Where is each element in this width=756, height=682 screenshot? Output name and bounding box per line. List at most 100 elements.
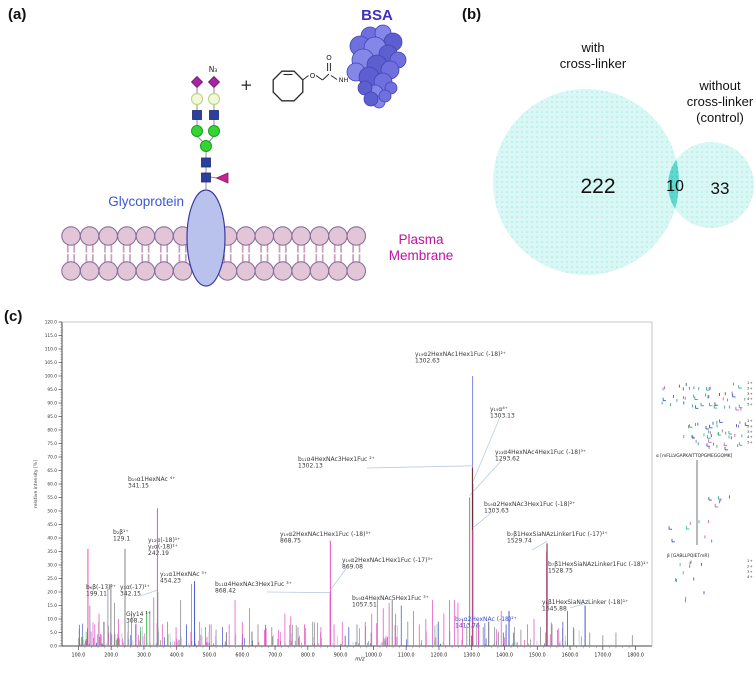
glycoprotein-shape xyxy=(186,189,226,287)
svg-text:200.0: 200.0 xyxy=(104,653,118,659)
carbonyl-oxygen-label: O xyxy=(326,54,332,62)
panel-a-label: (a) xyxy=(8,6,27,23)
svg-text:b₇β1HexSiaNAzLinker1Fuc (-17)¹: b₇β1HexSiaNAzLinker1Fuc (-17)¹⁺ xyxy=(507,531,608,538)
svg-text:1303.13: 1303.13 xyxy=(490,413,515,420)
glcnac-icon xyxy=(201,157,211,168)
svg-text:1800.0: 1800.0 xyxy=(627,653,644,659)
svg-text:4+: 4+ xyxy=(747,574,753,579)
svg-text:y₃α(-17)¹⁺: y₃α(-17)¹⁺ xyxy=(120,584,150,591)
svg-text:b₇β1HexSiaNAzLinker1Fuc (-18)¹: b₇β1HexSiaNAzLinker1Fuc (-18)¹⁺ xyxy=(548,561,649,568)
svg-text:b₂β¹⁺: b₂β¹⁺ xyxy=(113,529,129,536)
svg-text:868.42: 868.42 xyxy=(215,588,236,595)
svg-text:20.0: 20.0 xyxy=(47,590,57,596)
svg-text:45.0: 45.0 xyxy=(47,522,57,528)
svg-text:15.0: 15.0 xyxy=(47,603,57,609)
glycan-structure xyxy=(190,75,229,184)
ether-oxygen-label: O xyxy=(310,72,316,80)
sialic-acid-icon xyxy=(190,75,204,89)
svg-text:b₂₄α2HexNAc (-18)²⁺: b₂₄α2HexNAc (-18)²⁺ xyxy=(455,616,517,623)
venn-right-title-line2: cross-linker xyxy=(687,94,754,109)
svg-text:y₂₁α1HexNAc ⁵⁺: y₂₁α1HexNAc ⁵⁺ xyxy=(160,571,207,578)
svg-text:1500.0: 1500.0 xyxy=(529,653,546,659)
svg-text:105.0: 105.0 xyxy=(45,360,58,366)
svg-text:5+: 5+ xyxy=(747,402,753,407)
svg-text:Gly14 ¹⁺: Gly14 ¹⁺ xyxy=(126,611,151,618)
svg-text:50.0: 50.0 xyxy=(47,509,57,515)
svg-text:y₂₃α4HexNAc4Hex1Fuc (-18)³⁺: y₂₃α4HexNAc4Hex1Fuc (-18)³⁺ xyxy=(495,449,586,456)
azide-label: N₃ xyxy=(209,65,218,74)
venn-left-title-line1: with xyxy=(580,40,604,55)
svg-text:65.0: 65.0 xyxy=(47,468,57,474)
svg-text:869.08: 869.08 xyxy=(342,564,363,571)
svg-text:40.0: 40.0 xyxy=(47,536,57,542)
svg-text:1100.0: 1100.0 xyxy=(398,653,415,659)
svg-text:1303.63: 1303.63 xyxy=(484,508,509,515)
svg-text:700.0: 700.0 xyxy=(268,653,282,659)
svg-text:900.0: 900.0 xyxy=(334,653,348,659)
svg-text:500.0: 500.0 xyxy=(203,653,217,659)
svg-text:242.19: 242.19 xyxy=(148,550,169,557)
svg-text:300.0: 300.0 xyxy=(137,653,151,659)
svg-text:55.0: 55.0 xyxy=(47,495,57,501)
plasma-membrane-caption-line2: Membrane xyxy=(389,248,454,263)
svg-text:1700.0: 1700.0 xyxy=(594,653,611,659)
svg-text:80.0: 80.0 xyxy=(47,428,57,434)
svg-text:75.0: 75.0 xyxy=(47,441,57,447)
svg-text:1528.75: 1528.75 xyxy=(548,568,573,575)
panel-b-label: (b) xyxy=(462,6,482,23)
svg-text:454.23: 454.23 xyxy=(160,578,181,585)
svg-text:y₁₉α2HexNAc1Hex1Fuc (-18)³⁺: y₁₉α2HexNAc1Hex1Fuc (-18)³⁺ xyxy=(280,531,371,538)
svg-text:25.0: 25.0 xyxy=(47,576,57,582)
glcnac-icon xyxy=(201,172,211,183)
peptide-fragment-map: α [mFLLVGAPKAITTQPGMEGGQMK]β [GABLLPQIET… xyxy=(656,380,753,603)
svg-text:90.0: 90.0 xyxy=(47,401,57,407)
ms2-spectrum-plot: 0.05.010.015.020.025.030.035.040.045.050… xyxy=(33,320,653,663)
svg-text:1302.13: 1302.13 xyxy=(298,463,323,470)
svg-text:y₂α(-18)¹⁺: y₂α(-18)¹⁺ xyxy=(148,544,178,551)
svg-text:100.0: 100.0 xyxy=(45,374,58,380)
svg-text:3+: 3+ xyxy=(747,569,753,574)
svg-text:b₁₁α4HexNAc3Hex1Fuc ³⁺: b₁₁α4HexNAc3Hex1Fuc ³⁺ xyxy=(215,581,292,588)
svg-text:1600.0: 1600.0 xyxy=(562,653,579,659)
svg-text:1300.0: 1300.0 xyxy=(463,653,480,659)
svg-text:129.1: 129.1 xyxy=(113,536,130,543)
svg-text:β [GABLLPQIETmR]: β [GABLLPQIETmR] xyxy=(667,553,709,559)
svg-text:30.0: 30.0 xyxy=(47,563,57,569)
svg-text:115.0: 115.0 xyxy=(45,333,58,339)
mannose-icon xyxy=(200,140,212,152)
svg-text:y₈β1HexSiaNAzLinker (-18)¹⁺: y₈β1HexSiaNAzLinker (-18)¹⁺ xyxy=(542,599,628,606)
svg-text:1645.88: 1645.88 xyxy=(542,606,567,613)
bsa-protein-blob xyxy=(346,24,407,109)
svg-text:600.0: 600.0 xyxy=(235,653,249,659)
svg-text:1200.0: 1200.0 xyxy=(431,653,448,659)
galactose-icon xyxy=(207,92,221,106)
venn-diagram: with cross-linker without cross-linker (… xyxy=(493,40,754,275)
venn-right-count: 33 xyxy=(711,179,730,198)
svg-text:2+: 2+ xyxy=(747,563,753,568)
svg-text:1057.51: 1057.51 xyxy=(352,602,377,609)
svg-text:35.0: 35.0 xyxy=(47,549,57,555)
venn-left-title-line2: cross-linker xyxy=(560,56,627,71)
mannose-icon xyxy=(208,125,220,137)
glcnac-icon xyxy=(209,110,219,120)
svg-text:4+: 4+ xyxy=(747,434,753,439)
svg-text:y₁₅α⁴⁺: y₁₅α⁴⁺ xyxy=(490,406,508,413)
svg-text:y₁₉α2HexNAc1Hex1Fuc (-17)³⁺: y₁₉α2HexNAc1Hex1Fuc (-17)³⁺ xyxy=(342,557,433,564)
svg-text:0.0: 0.0 xyxy=(50,644,57,650)
plus-sign: + xyxy=(240,76,253,94)
plasma-membrane-caption-line1: Plasma xyxy=(398,232,444,247)
svg-text:5+: 5+ xyxy=(747,440,753,445)
svg-text:3+: 3+ xyxy=(747,391,753,396)
svg-text:95.0: 95.0 xyxy=(47,387,57,393)
svg-text:b₆β(-17)²⁺: b₆β(-17)²⁺ xyxy=(86,584,116,591)
svg-text:1+: 1+ xyxy=(747,418,753,423)
svg-text:y₁₂α(-18)⁵⁺: y₁₂α(-18)⁵⁺ xyxy=(148,537,180,544)
svg-text:3+: 3+ xyxy=(747,429,753,434)
svg-text:y₁₉α2HexNAc1Hex1Fuc (-18)²⁺: y₁₉α2HexNAc1Hex1Fuc (-18)²⁺ xyxy=(415,351,506,358)
venn-left-count: 222 xyxy=(580,175,615,198)
lipid-bilayer xyxy=(61,226,367,281)
svg-text:341.15: 341.15 xyxy=(128,483,149,490)
azido-sialic-acid-icon xyxy=(207,75,221,89)
svg-text:relative intensity [%]: relative intensity [%] xyxy=(33,460,39,508)
